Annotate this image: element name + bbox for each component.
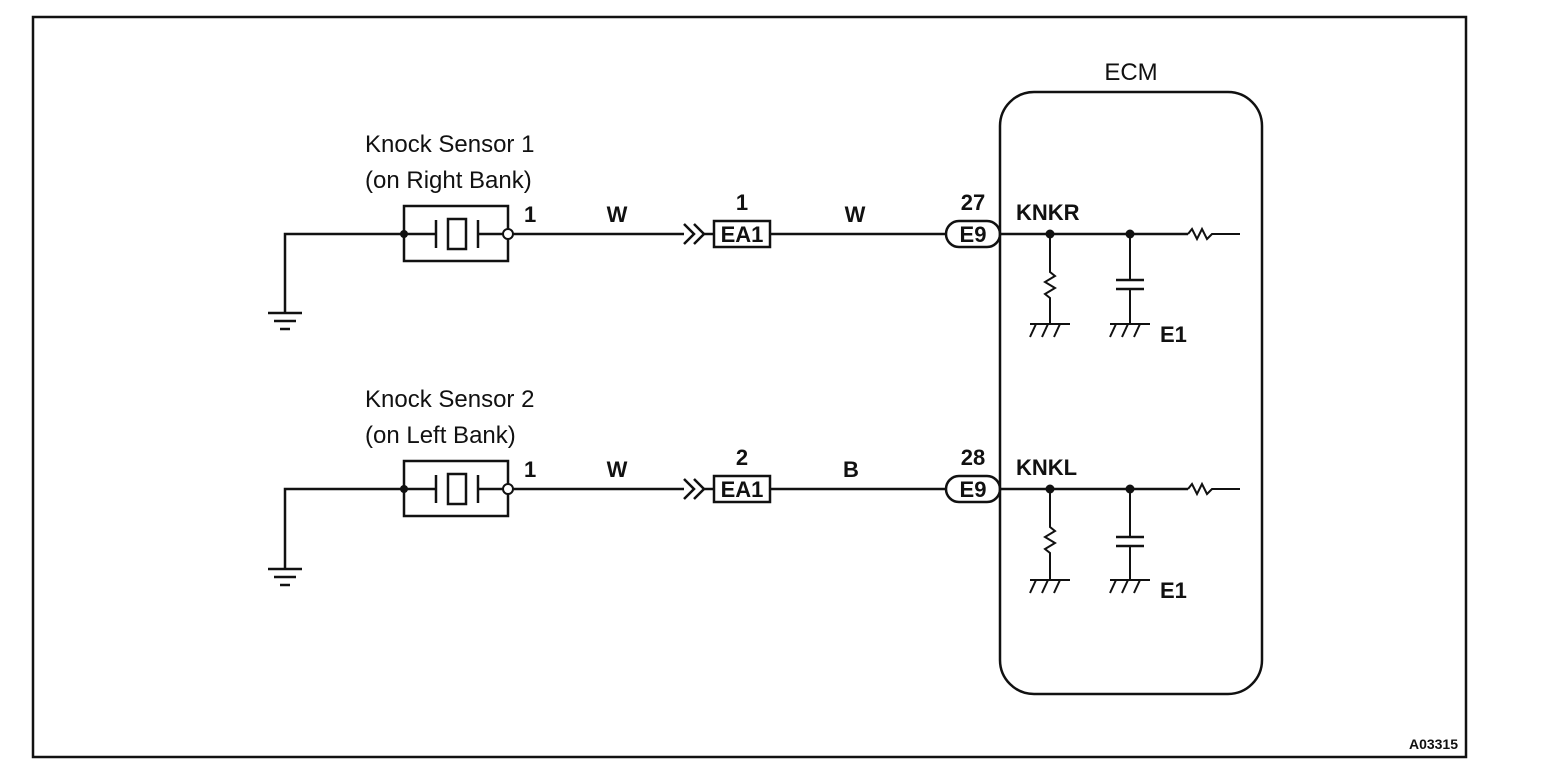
junction-2-connector: EA1 [721, 477, 764, 502]
ecm-connector-1: E9 [960, 222, 987, 247]
ecm-pin-1: 27 [961, 190, 985, 215]
circuit-knock-sensor-2: Knock Sensor 2 (on Left Bank) 1 W [268, 386, 1240, 603]
wire-2a-color: W [607, 457, 628, 482]
circuit-knock-sensor-1: Knock Sensor 1 (on Right Bank) 1 W [268, 131, 1240, 347]
sensor-1-name: Knock Sensor 1 [365, 131, 534, 158]
sensor-1-piezo-icon [400, 204, 514, 263]
ground-label-2: E1 [1160, 578, 1187, 603]
ecm-label: ECM [1104, 59, 1157, 86]
sensor-2-piezo-icon [400, 459, 514, 518]
ecm-input-filter-2-icon [1000, 481, 1240, 594]
wire-1a-color: W [607, 202, 628, 227]
sensor-1-location: (on Right Bank) [365, 167, 532, 194]
sensor-2-name: Knock Sensor 2 [365, 386, 534, 413]
sensor-1-pin: 1 [524, 202, 536, 227]
ecm-box [998, 90, 1264, 696]
junction-1-pin: 1 [736, 190, 748, 215]
sensor-2-pin: 1 [524, 457, 536, 482]
wire-1b-color: W [845, 202, 866, 227]
ecm-input-filter-1-icon [1000, 226, 1240, 338]
ground-label-1: E1 [1160, 322, 1187, 347]
sensor-1-ground-icon [268, 232, 404, 331]
sensor-2-ground-icon [268, 487, 404, 587]
sensor-2-location: (on Left Bank) [365, 422, 516, 449]
ecm-connector-2: E9 [960, 477, 987, 502]
figure-id: A03315 [1409, 736, 1458, 752]
ecm-signal-2: KNKL [1016, 455, 1077, 480]
ecm-signal-1: KNKR [1016, 200, 1080, 225]
junction-1-connector: EA1 [721, 222, 764, 247]
connector-ea1-2-icon [683, 474, 772, 504]
ecm-pin-2: 28 [961, 445, 985, 470]
diagram-frame [31, 15, 1468, 759]
junction-2-pin: 2 [736, 445, 748, 470]
wire-2b-color: B [843, 457, 859, 482]
